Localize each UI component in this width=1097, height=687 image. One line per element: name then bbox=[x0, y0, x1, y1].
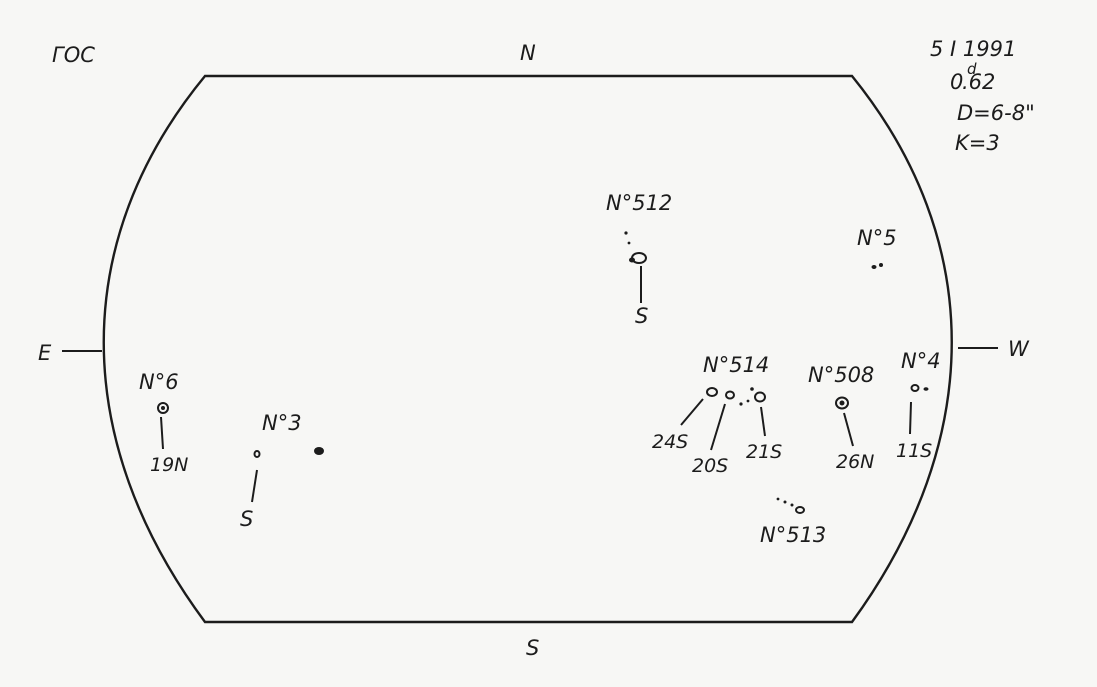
east-label: E bbox=[38, 341, 52, 365]
spot-umbra bbox=[157, 402, 169, 414]
spot-24s-label: 24S bbox=[652, 431, 688, 453]
spot-leader-24s bbox=[680, 398, 704, 426]
group-3-label: N°3 bbox=[262, 411, 302, 435]
sunspot-group-513: N°513 bbox=[760, 497, 826, 547]
sunspot-group-5: N°5 bbox=[857, 226, 897, 269]
spot-umbra bbox=[314, 447, 324, 455]
spot-leader-19n bbox=[160, 416, 164, 450]
spot-umbra bbox=[725, 390, 735, 400]
solar-disk-outline bbox=[102, 74, 953, 624]
spot-dot bbox=[739, 402, 743, 406]
group-5-label: N°5 bbox=[857, 226, 897, 250]
spot-umbra bbox=[629, 257, 635, 263]
spot-19n-label: 19N bbox=[150, 454, 188, 476]
sunspot-group-6: N°6 19N bbox=[139, 370, 188, 476]
spot-leader-21s bbox=[760, 406, 766, 437]
spot-umbra bbox=[910, 384, 920, 392]
sunspot-group-512: N°512 S bbox=[606, 191, 672, 328]
spot-dot bbox=[750, 387, 754, 391]
spot-umbra bbox=[161, 406, 165, 410]
spot-dot bbox=[624, 231, 628, 235]
spot-umbra bbox=[839, 400, 845, 406]
group-4-label: N°4 bbox=[901, 349, 941, 373]
spot-umbra bbox=[879, 263, 883, 267]
spot-dot bbox=[783, 500, 787, 504]
polarity-leader bbox=[251, 469, 258, 503]
group-508-label: N°508 bbox=[808, 363, 874, 387]
sunspot-group-514: N°514 24S 20S 21S bbox=[652, 353, 782, 477]
group-513-label: N°513 bbox=[760, 523, 826, 547]
svg-text:.62: .62 bbox=[962, 70, 995, 94]
sunspot-group-508: N°508 26N bbox=[808, 363, 874, 473]
spot-umbra bbox=[923, 387, 929, 391]
group-6-label: N°6 bbox=[139, 370, 179, 394]
group-512-label: N°512 bbox=[606, 191, 672, 215]
spot-dot bbox=[627, 241, 631, 245]
spot-leader-20s bbox=[710, 403, 726, 451]
spot-11s-label: 11S bbox=[896, 440, 932, 462]
spot-21s-label: 21S bbox=[746, 441, 782, 463]
spot-leader-11s bbox=[909, 401, 912, 435]
sunspot-group-3: N°3 S bbox=[240, 411, 324, 531]
west-label: W bbox=[1008, 337, 1030, 361]
spot-dot bbox=[790, 503, 794, 507]
spot-20s-label: 20S bbox=[692, 455, 728, 477]
spot-umbra bbox=[835, 396, 849, 410]
spot-umbra bbox=[706, 387, 718, 397]
spot-leader-26n bbox=[843, 412, 854, 447]
spot-umbra bbox=[795, 506, 805, 514]
svg-text:0: 0 bbox=[950, 70, 963, 94]
spot-umbra bbox=[871, 265, 877, 269]
north-label: N bbox=[520, 41, 536, 65]
observation-date: 5 I 1991 bbox=[930, 37, 1016, 61]
spot-umbra bbox=[754, 391, 766, 403]
observation-time: 0 d .62 bbox=[950, 60, 995, 94]
group-3-polarity: S bbox=[240, 507, 253, 531]
group-512-polarity: S bbox=[635, 304, 648, 328]
south-label: S bbox=[526, 636, 539, 660]
sunspot-group-4: N°4 11S bbox=[896, 349, 941, 462]
spot-dot bbox=[776, 497, 780, 501]
k-value: K=3 bbox=[955, 131, 1000, 155]
svg-text:d: d bbox=[967, 60, 977, 78]
group-514-label: N°514 bbox=[703, 353, 769, 377]
seeing-diameter: D=6-8" bbox=[957, 101, 1035, 125]
spot-dot bbox=[746, 399, 750, 403]
spot-umbra bbox=[253, 450, 261, 458]
spot-26n-label: 26N bbox=[836, 451, 874, 473]
observatory-label: ГОС bbox=[52, 43, 95, 67]
